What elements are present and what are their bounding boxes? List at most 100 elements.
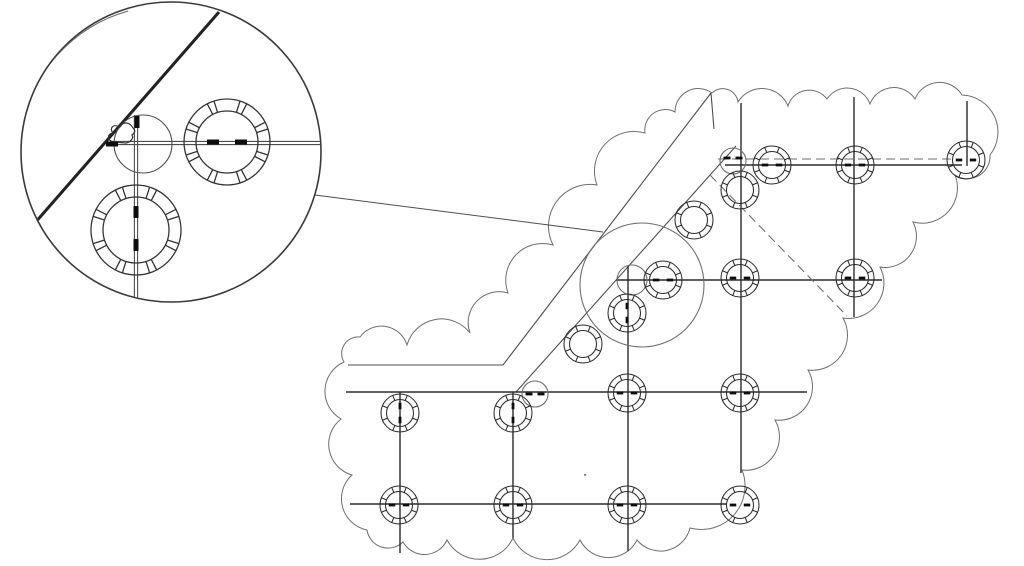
pile-center-dash — [388, 503, 396, 507]
pile-tick — [655, 262, 659, 268]
pile-tick — [631, 405, 635, 411]
slab-edge-line — [515, 145, 737, 393]
pile-outer-ring — [835, 145, 875, 185]
pile-symbol — [493, 485, 533, 525]
pile-tick — [837, 157, 843, 161]
pile-tick — [752, 282, 758, 286]
pile-tick — [609, 385, 615, 389]
pile-tick — [744, 405, 748, 411]
pile-tick — [145, 186, 151, 199]
pile-tick — [732, 375, 736, 381]
pile-tick — [575, 356, 579, 362]
pile-outer-ring — [720, 258, 760, 298]
pile-tick — [619, 517, 623, 523]
pile-outer-ring — [563, 324, 603, 364]
pile-inner-ring — [725, 263, 755, 293]
pile-outer-ring — [607, 373, 647, 413]
pile-tick — [732, 202, 736, 208]
pile-tick — [631, 375, 635, 381]
magnified-indicator-arc — [21, 10, 129, 131]
pile-center-dash — [858, 163, 866, 167]
pile-symbol — [720, 373, 760, 413]
pile-tick — [784, 169, 790, 173]
pile-symbol — [643, 260, 683, 300]
pile-tick — [867, 169, 873, 173]
pile-tick — [764, 177, 768, 183]
pile-tick — [254, 155, 266, 163]
pile-tick — [391, 487, 395, 493]
pile-tick — [859, 177, 863, 183]
pile-tick — [732, 405, 736, 411]
junction-dash — [537, 392, 545, 396]
pile-tick — [411, 497, 417, 501]
pile-tick — [565, 348, 571, 352]
magnified-pile-symbol — [183, 98, 271, 186]
pile-tick — [609, 317, 615, 321]
pile-tick — [732, 517, 736, 523]
pile-tick — [505, 487, 509, 493]
pile-tick — [948, 164, 954, 168]
pile-tick — [752, 194, 758, 198]
pile-tick — [667, 262, 671, 268]
pile-tick — [698, 202, 702, 208]
pile-tick — [784, 157, 790, 161]
pile-tick — [744, 202, 748, 208]
pile-symbol — [752, 145, 792, 185]
pile-inner-ring — [612, 490, 642, 520]
pile-tick — [505, 517, 509, 523]
pile-tick — [382, 417, 388, 421]
pile-symbol — [493, 393, 533, 433]
pile-tick — [185, 128, 198, 134]
pile-tick — [970, 142, 974, 148]
pile-inner-ring — [385, 398, 415, 428]
pile-tick — [609, 305, 615, 309]
pile-center-dash — [516, 503, 524, 507]
pile-center-dash — [616, 391, 624, 395]
pile-tick — [188, 121, 200, 129]
pile-center-dash — [616, 503, 624, 507]
pile-tick — [744, 487, 748, 493]
pile-tick — [575, 326, 579, 332]
pile-tick — [752, 397, 758, 401]
magnified-center-dash — [133, 239, 139, 251]
pile-center-dash — [729, 391, 737, 395]
pile-center-dash — [630, 503, 638, 507]
pile-center-dash — [729, 276, 737, 280]
pile-tick — [639, 385, 645, 389]
pile-tick — [517, 487, 521, 493]
pile-center-dash — [858, 276, 866, 280]
pile-tick — [655, 292, 659, 298]
pile-tick — [639, 497, 645, 501]
pile-tick — [645, 272, 651, 276]
hidden-dashed-line — [709, 174, 848, 317]
pile-symbol — [946, 140, 986, 180]
leader-line — [314, 194, 604, 233]
pile-tick — [744, 172, 748, 178]
pile-symbol — [379, 485, 419, 525]
pile-symbol — [380, 393, 420, 433]
pile-tick — [495, 497, 501, 501]
plan-view — [324, 81, 999, 561]
pile-tick — [744, 517, 748, 523]
pile-outer-ring — [720, 373, 760, 413]
pile-tick — [619, 487, 623, 493]
pile-tick — [213, 171, 219, 184]
pile-tick — [744, 375, 748, 381]
pile-tick — [150, 189, 158, 201]
pile-tick — [525, 497, 531, 501]
pile-center-dash — [511, 402, 515, 410]
pile-tick — [587, 356, 591, 362]
pile-tick — [978, 152, 984, 156]
pile-tick — [95, 244, 107, 252]
magnified-slab-edge — [32, 11, 221, 225]
pile-tick — [764, 147, 768, 153]
pile-inner-ring — [679, 205, 709, 235]
pile-tick — [639, 397, 645, 401]
pile-tick — [121, 261, 127, 274]
pile-inner-ring — [568, 329, 598, 359]
pile-tick — [565, 336, 571, 340]
pile-tick — [958, 172, 962, 178]
pile-center-dash — [955, 158, 963, 162]
pile-center-dash — [775, 163, 783, 167]
pile-center-dash — [844, 163, 852, 167]
